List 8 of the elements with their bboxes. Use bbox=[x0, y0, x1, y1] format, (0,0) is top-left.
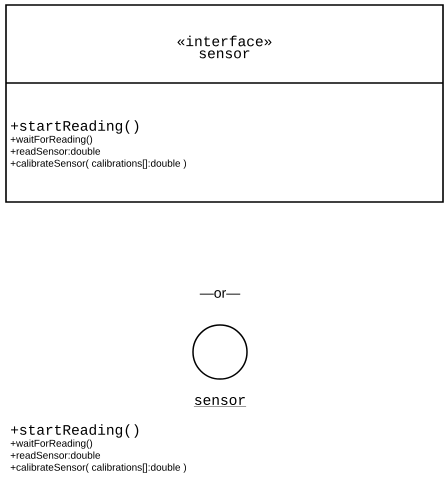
label: +calibrateSensor( calibrations[]:double ) bbox=[10, 463, 186, 473]
label: +readSensor:double bbox=[10, 451, 100, 459]
method-list: +startReading() +waitForReading() +readSensor:double +calibrateSensor( calibrations[]:double ) bbox=[10, 424, 186, 473]
interface-box: «interface» sensor +startReading() +waitForReading() +readSensor:double +calibrateSensor( calibrations[]:double ) bbox=[5, 4, 444, 203]
label: +startReading() bbox=[11, 424, 138, 438]
label: +waitForReading() bbox=[10, 439, 92, 449]
node-label: sensor bbox=[195, 397, 245, 405]
separator-text: —or— bbox=[200, 290, 240, 298]
